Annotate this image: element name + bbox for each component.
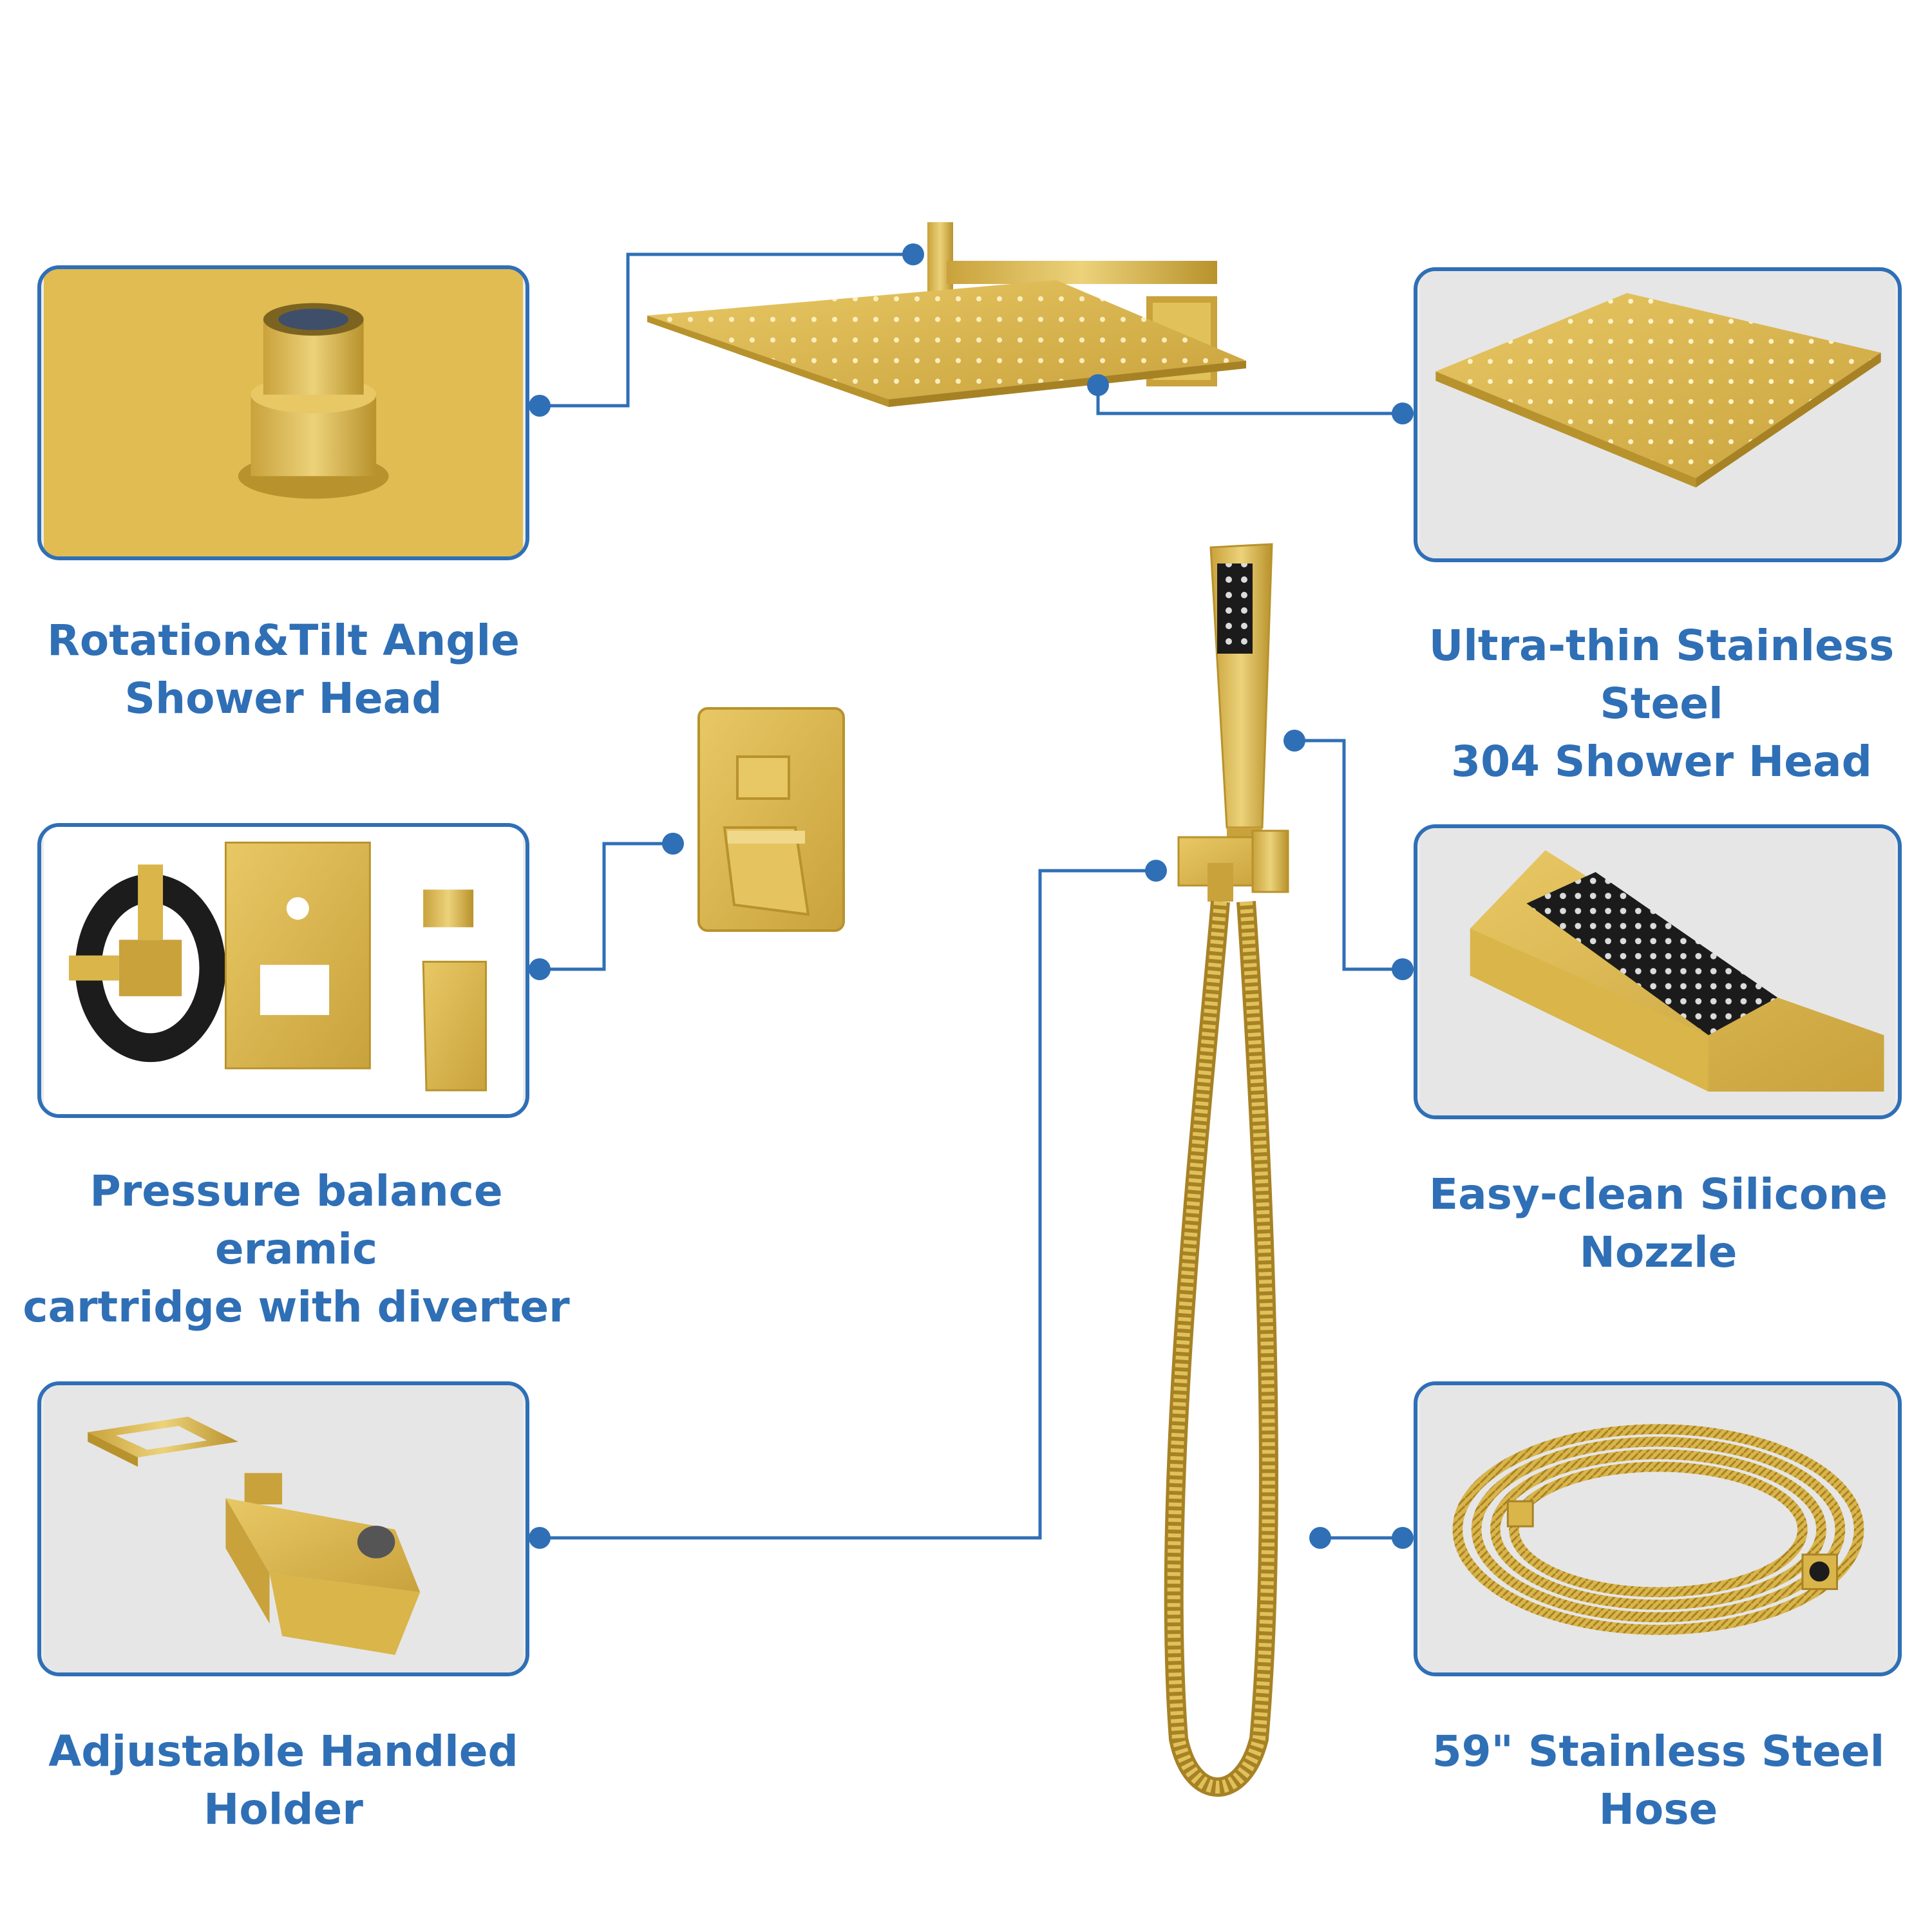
panel-hose — [1414, 1381, 1902, 1676]
caption-line-1: Ultra-thin Stainless Steel — [1428, 621, 1895, 728]
holder-icon — [44, 1385, 523, 1672]
wall-holder-icon — [1177, 829, 1289, 902]
caption-line-1: Rotation&Tilt Angle — [47, 616, 520, 665]
panel-cartridge — [37, 823, 529, 1118]
silicone-nozzle-icon — [1419, 828, 1896, 1115]
rain-shower-head-icon — [647, 222, 1246, 407]
caption-ultra-thin-head: Ultra-thin Stainless Steel 304 Shower He… — [1391, 617, 1932, 791]
caption-line-2: Shower Head — [124, 674, 442, 723]
caption-line-2: 304 Shower Head — [1451, 737, 1872, 786]
handheld-shower-icon — [1209, 543, 1273, 866]
caption-line-2: Holder — [204, 1785, 363, 1834]
ball-joint-icon — [44, 269, 523, 556]
caption-silicone-nozzle: Easy-clean Silicone Nozzle — [1414, 1166, 1903, 1282]
caption-line-1: Easy-clean Silicone — [1429, 1170, 1888, 1219]
caption-line-1: 59" Stainless Steel Hose — [1432, 1727, 1885, 1834]
caption-line-2: Nozzle — [1579, 1227, 1738, 1277]
panel-silicone-nozzle — [1414, 824, 1902, 1119]
caption-line-1: Adjustable Handled — [48, 1727, 518, 1776]
panel-rotation-head — [37, 265, 529, 560]
coiled-hose-icon — [1419, 1385, 1896, 1672]
shower-head-icon — [1419, 271, 1896, 558]
caption-holder: Adjustable Handled Holder — [39, 1723, 528, 1839]
caption-line-1: Pressure balance eramic — [90, 1166, 503, 1274]
caption-cartridge: Pressure balance eramic cartridge with d… — [19, 1162, 573, 1336]
valve-kit-icon — [44, 827, 523, 1114]
valve-trim-icon — [697, 707, 845, 932]
panel-ultra-thin-head — [1414, 267, 1902, 562]
shower-hose-icon — [1164, 900, 1278, 1797]
caption-hose: 59" Stainless Steel Hose — [1397, 1723, 1919, 1839]
caption-line-2: cartridge with diverter — [23, 1282, 570, 1332]
panel-holder — [37, 1381, 529, 1676]
caption-rotation-head: Rotation&Tilt Angle Shower Head — [39, 612, 528, 728]
